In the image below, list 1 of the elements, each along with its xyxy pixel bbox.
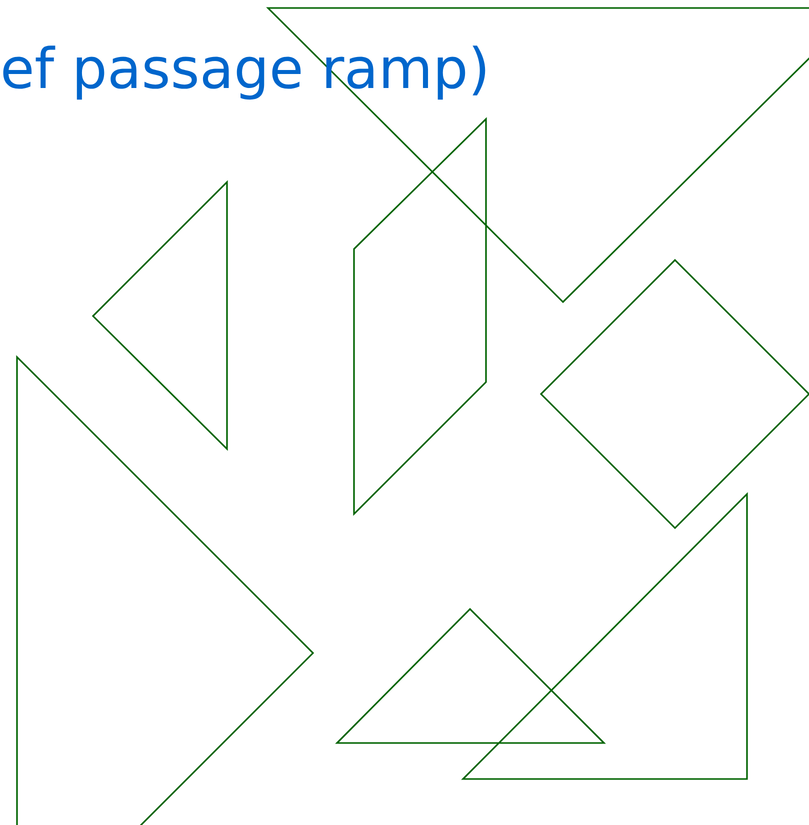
title: ef passage ramp): [3, 46, 486, 100]
